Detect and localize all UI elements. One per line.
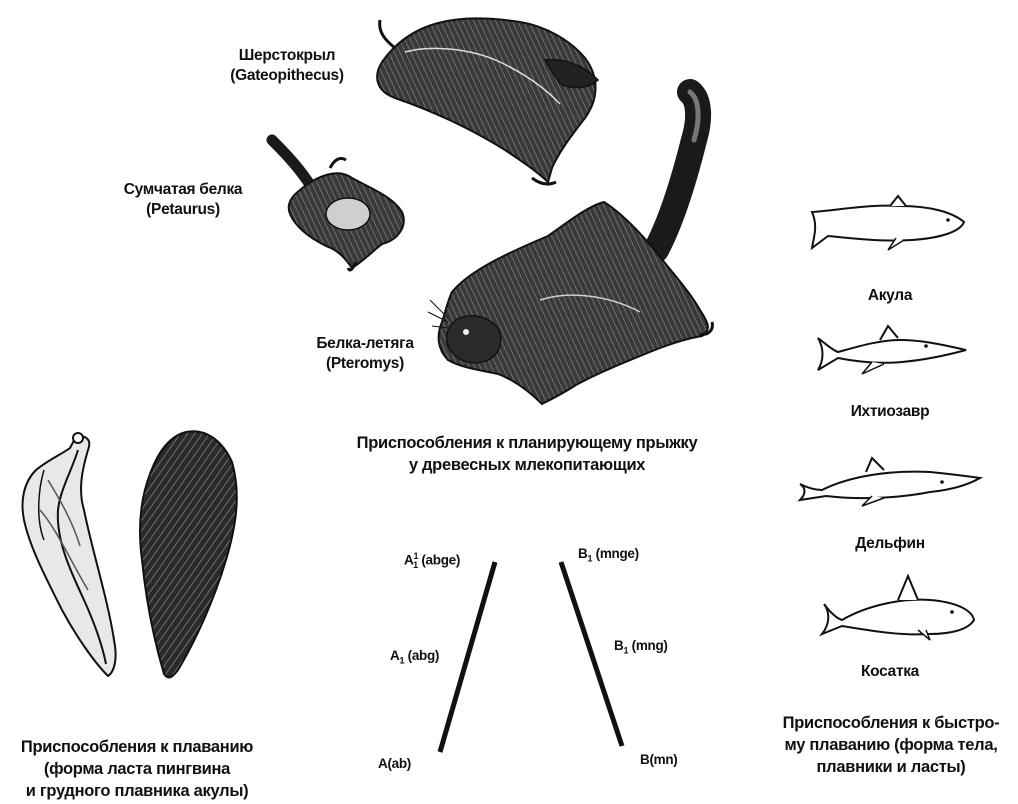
- colugo-illustration: [377, 18, 598, 184]
- flying-squirrel-label: Белка-летяга (Pteromys): [290, 334, 440, 374]
- flying-squirrel-latin: (Pteromys): [290, 354, 440, 374]
- dolphin-label: Дельфин: [830, 534, 950, 554]
- penguin-flipper-illustration: [23, 433, 116, 676]
- lineage-right-top-label: B1 (mnge): [578, 544, 639, 569]
- shark-pectoral-fin-illustration: [140, 431, 237, 677]
- flippers-caption-line-2: (форма ласта пингвина: [2, 758, 272, 780]
- colugo-label: Шерстокрыл (Gateopithecus): [212, 46, 362, 86]
- flippers-caption-line-3: и грудного плавника акулы): [2, 780, 272, 802]
- gliders-caption-line-1: Приспособления к планирующему прыжку: [322, 432, 732, 454]
- lineage-left-mid-arg: (abg): [404, 648, 439, 663]
- orca-illustration: [822, 576, 974, 640]
- lineage-right-base-arg: (mn): [649, 752, 677, 767]
- swimmers-caption: Приспособления к быстро- му плаванию (фо…: [768, 712, 1014, 778]
- orca-label: Косатка: [830, 662, 950, 682]
- lineage-left-top-arg: (abge): [418, 553, 460, 568]
- lineage-right-mid-arg: (mng): [628, 638, 667, 653]
- ichthyosaur-illustration: [818, 326, 966, 374]
- gliders-caption: Приспособления к планирующему прыжку у д…: [322, 432, 732, 476]
- dolphin-illustration: [800, 458, 980, 506]
- lineage-right-mid-label: B1 (mng): [614, 636, 668, 661]
- swimmers-caption-line-3: плавники и ласты): [768, 756, 1014, 778]
- flippers-caption-line-1: Приспособления к плаванию: [2, 736, 272, 758]
- flying-squirrel-name: Белка-летяга: [290, 334, 440, 354]
- shark-illustration: [812, 196, 964, 250]
- sugar-glider-latin: (Petaurus): [108, 200, 258, 220]
- ichthyosaur-label: Ихтиозавр: [830, 402, 950, 422]
- lineage-left-base-label: A(ab): [378, 754, 411, 774]
- shark-label: Акула: [830, 286, 950, 306]
- swimmers-caption-line-1: Приспособления к быстро-: [768, 712, 1014, 734]
- sugar-glider-label: Сумчатая белка (Petaurus): [108, 180, 258, 220]
- lineage-left-mid-label: A1 (abg): [390, 646, 439, 671]
- colugo-name: Шерстокрыл: [212, 46, 362, 66]
- flippers-caption: Приспособления к плаванию (форма ласта п…: [2, 736, 272, 802]
- lineage-right-base-label: B(mn): [640, 750, 678, 770]
- lineage-left-top-label: A11 (abge): [404, 546, 460, 575]
- colugo-latin: (Gateopithecus): [212, 66, 362, 86]
- sugar-glider-illustration: [272, 140, 404, 270]
- lineage-left-line: [440, 562, 495, 752]
- lineage-right-line: [561, 562, 622, 746]
- swimmers-caption-line-2: му плаванию (форма тела,: [768, 734, 1014, 756]
- lineage-right-top-arg: (mnge): [592, 546, 639, 561]
- gliders-caption-line-2: у древесных млекопитающих: [322, 454, 732, 476]
- sugar-glider-name: Сумчатая белка: [108, 180, 258, 200]
- lineage-left-base-arg: (ab): [387, 756, 411, 771]
